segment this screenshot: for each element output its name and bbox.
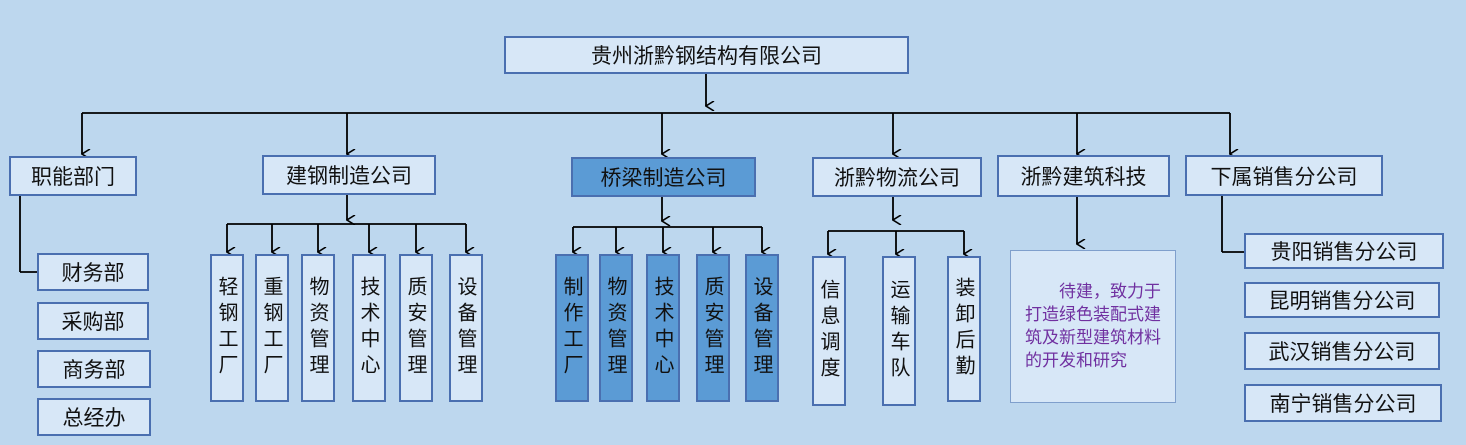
division-functional: 职能部门 (9, 156, 137, 196)
bridge-item: 质安管理 (696, 254, 730, 402)
bridge-item: 设备管理 (745, 254, 779, 402)
sales-branch: 南宁销售分公司 (1244, 384, 1442, 422)
steel-item: 物资管理 (301, 254, 335, 402)
functional-item: 总经办 (37, 398, 151, 436)
steel-item: 重钢工厂 (255, 254, 289, 402)
steel-item: 轻钢工厂 (210, 254, 244, 402)
sales-branch: 武汉销售分公司 (1244, 332, 1440, 370)
logistics-item: 运输车队 (882, 256, 916, 406)
steel-item: 质安管理 (399, 254, 433, 402)
division-tech: 浙黔建筑科技 (997, 155, 1170, 197)
sales-branch: 昆明销售分公司 (1244, 282, 1440, 318)
tech-note: 待建，致力于打造绿色装配式建筑及新型建筑材料的开发和研究 (1010, 250, 1176, 403)
functional-item: 商务部 (37, 350, 151, 388)
steel-item: 技术中心 (352, 254, 386, 402)
sales-branch: 贵阳销售分公司 (1244, 233, 1444, 269)
steel-item: 设备管理 (449, 254, 483, 402)
company-root: 贵州浙黔钢结构有限公司 (504, 36, 909, 74)
division-logistics: 浙黔物流公司 (812, 157, 982, 197)
logistics-item: 装卸后勤 (947, 256, 981, 402)
division-steel: 建钢制造公司 (262, 155, 436, 195)
bridge-item: 制作工厂 (555, 254, 589, 402)
functional-item: 采购部 (37, 302, 149, 340)
logistics-item: 信息调度 (812, 256, 846, 406)
bridge-item: 技术中心 (646, 254, 680, 402)
bridge-item: 物资管理 (599, 254, 633, 402)
division-sales: 下属销售分公司 (1185, 155, 1383, 196)
functional-item: 财务部 (37, 253, 149, 291)
division-bridge: 桥梁制造公司 (571, 157, 756, 197)
